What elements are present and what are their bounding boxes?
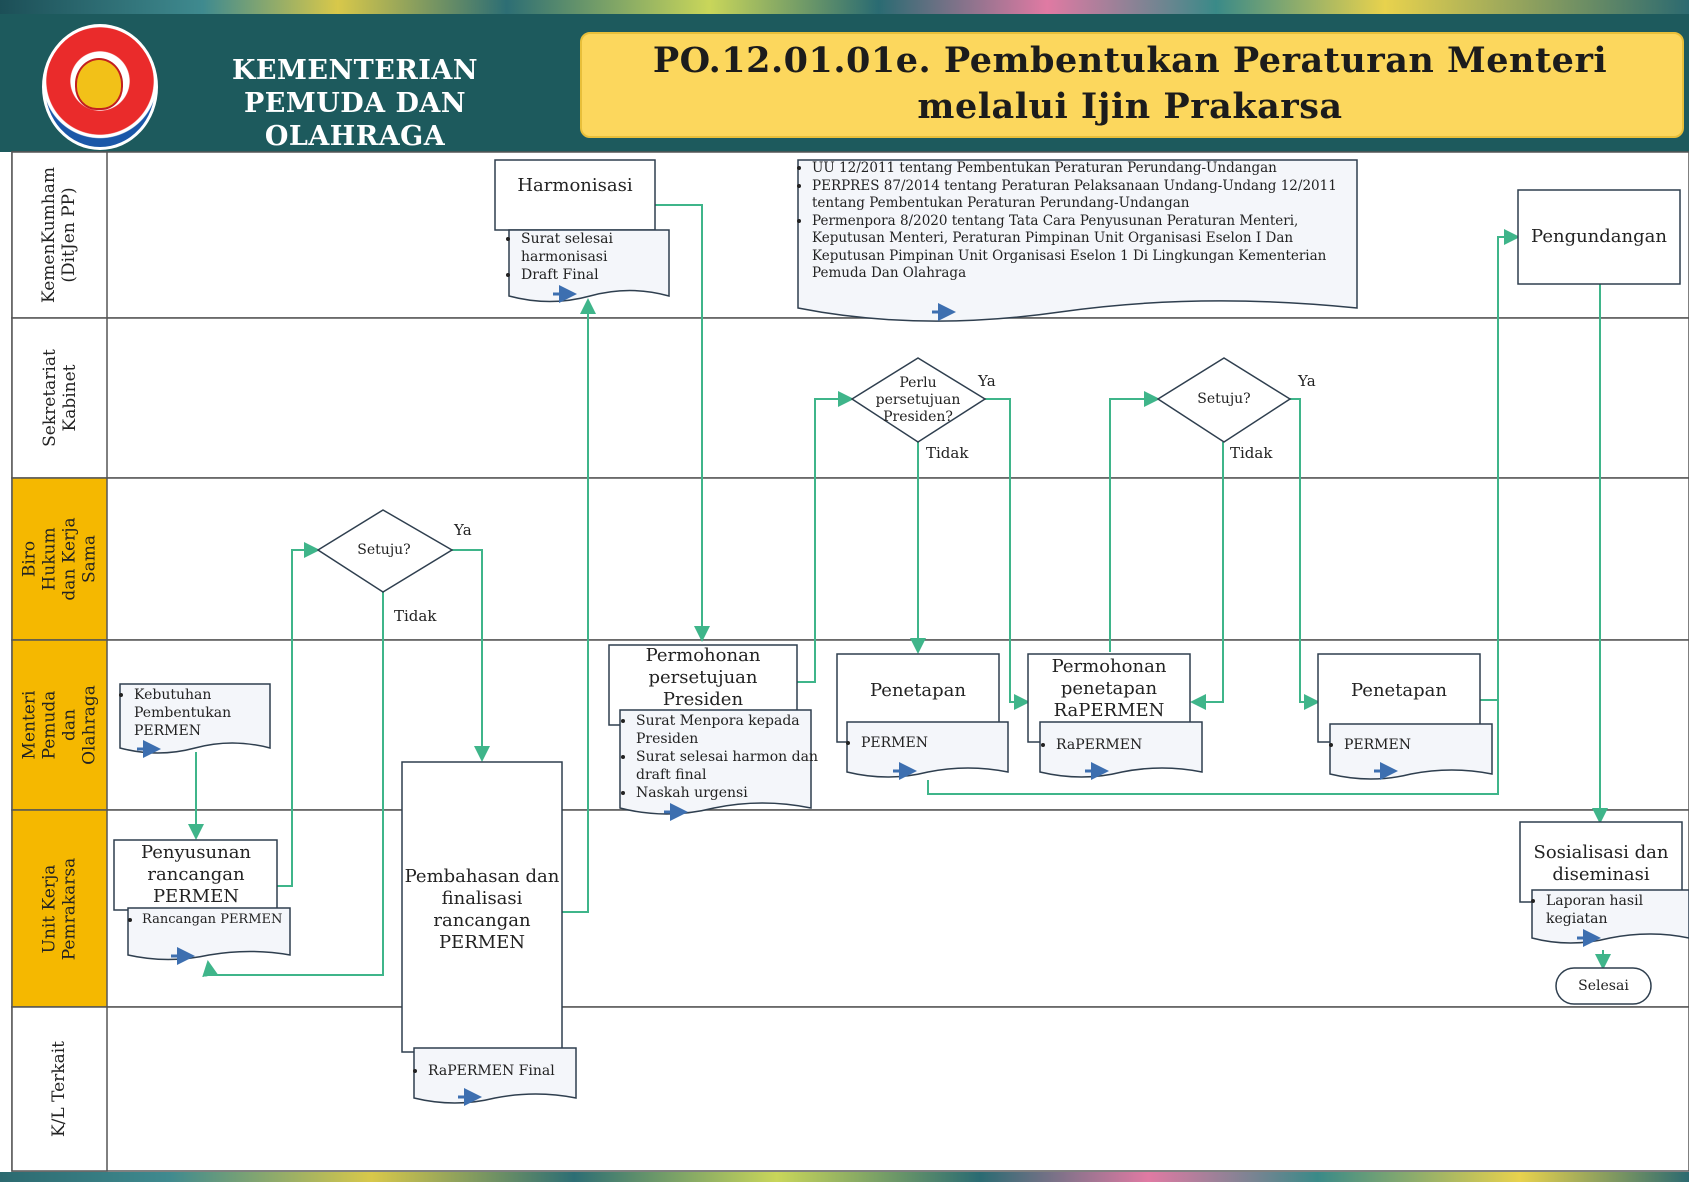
lane-label-kl-terkait: K/L Terkait <box>49 1040 70 1138</box>
list-item: Kebutuhan Pembentukan PERMEN <box>134 686 274 740</box>
list-item: Laporan hasil kegiatan <box>1546 892 1689 928</box>
lane-label-setkab: Sekretariat Kabinet <box>39 349 80 447</box>
doc-kebutuhan-list: Kebutuhan Pembentukan PERMEN <box>118 686 274 740</box>
decision-setuju-biro-label: Setuju? <box>357 542 411 558</box>
process-harmonisasi-box <box>494 159 656 231</box>
page-title: PO.12.01.01e. Pembentukan Peraturan Ment… <box>652 40 1608 127</box>
edge-label-ya-setkab: Ya <box>1298 372 1316 390</box>
doc-penetapan1 <box>846 721 1009 778</box>
connector-perlu-ya <box>985 398 1030 710</box>
connector-permohonan-setuju <box>1109 391 1160 652</box>
process-pembahasan: Pembahasan dan finalisasi rancangan PERM… <box>404 866 560 953</box>
lane-label-kemenkumham: KemenKumham (DitJen PP) <box>39 166 80 304</box>
list-item: Surat Menpora kepada Presiden <box>636 712 824 748</box>
doc-rapermen-final <box>413 1047 577 1104</box>
decision-setuju-biro <box>316 509 454 593</box>
decision-setuju-setkab-label: Setuju? <box>1197 391 1251 407</box>
top-decorative-strip <box>0 0 1689 14</box>
connectors <box>188 204 1611 978</box>
list-item: Permenpora 8/2020 tentang Tata Cara Peny… <box>812 213 1364 283</box>
doc-permohonan-penetapan-list: RaPERMEN <box>1040 736 1206 754</box>
list-item: PERPRES 87/2014 tentang Peraturan Pelaks… <box>812 178 1364 213</box>
doc-harmonisasi-list: Surat selesai harmonisasi Draft Final <box>505 230 681 284</box>
process-penyusunan-box <box>113 839 278 911</box>
edge-label-ya-perlu: Ya <box>978 372 996 390</box>
doc-legal-basis-list: UU 12/2011 tentang Pembentukan Peraturan… <box>796 160 1364 283</box>
list-item: Naskah urgensi <box>636 784 824 802</box>
list-item: RaPERMEN <box>1056 736 1206 754</box>
edge-label-tidak-setkab: Tidak <box>1230 444 1273 462</box>
doc-penetapan2-list: PERMEN <box>1328 736 1494 754</box>
connector-setuju-tidak <box>202 592 384 978</box>
doc-legal-basis <box>797 159 1358 322</box>
logo-emblem-icon <box>75 58 123 110</box>
doc-arrow-icons <box>137 285 1601 1106</box>
process-pembahasan-box <box>401 761 563 1053</box>
process-pengundangan: Pengundangan <box>1531 226 1667 247</box>
doc-laporan <box>1531 889 1689 944</box>
connector-pembahasan-harmonisasi <box>562 298 596 913</box>
doc-permohonan-penetapan <box>1039 721 1203 778</box>
doc-kebutuhan <box>119 683 271 754</box>
edge-label-tidak-biro: Tidak <box>394 607 437 625</box>
doc-rancangan <box>127 907 291 961</box>
process-pengundangan-box <box>1517 189 1681 285</box>
decision-shapes <box>316 357 1292 593</box>
process-penyusunan: Penyusunan rancangan PERMEN <box>140 842 252 907</box>
doc-laporan-list: Laporan hasil kegiatan <box>1530 892 1689 928</box>
list-item: UU 12/2011 tentang Pembentukan Peraturan… <box>812 160 1364 178</box>
list-item: Surat selesai harmon dan draft final <box>636 748 824 784</box>
terminal-selesai-box <box>1555 967 1652 1005</box>
connector-setuju-ya-setkab <box>1290 398 1320 710</box>
edge-label-ya-biro: Ya <box>454 521 472 539</box>
connector-penetapan2-pengundangan <box>1480 229 1520 701</box>
process-permohonan-persetujuan: Permohonan persetujuan Presiden <box>645 645 761 710</box>
bottom-decorative-strip <box>0 1172 1689 1182</box>
connector-harmonisasi-permohonan <box>655 204 710 642</box>
decision-setuju-setkab <box>1156 357 1292 443</box>
doc-penetapan1-list: PERMEN <box>845 734 1011 752</box>
doc-permohonan <box>619 709 812 815</box>
doc-harmonisasi <box>508 229 670 303</box>
connector-permohonan-perlu <box>797 391 854 683</box>
list-item: PERMEN <box>861 734 1011 752</box>
connector-setuju-tidak-setkab <box>1190 442 1224 710</box>
lane-label-unit-kerja: Unit Kerja Pemrakarsa <box>39 857 80 960</box>
doc-penetapan2 <box>1329 723 1493 780</box>
doc-rancangan-list: Rancangan PERMEN <box>126 912 292 928</box>
edge-label-tidak-perlu: Tidak <box>926 444 969 462</box>
process-penetapan-2: Penetapan <box>1350 680 1447 701</box>
connector-penyusunan-setuju <box>277 542 320 887</box>
list-item: Draft Final <box>521 266 681 284</box>
process-harmonisasi: Harmonisasi <box>517 175 633 196</box>
process-penetapan-1: Penetapan <box>869 680 966 701</box>
list-item: Surat selesai harmonisasi <box>521 230 681 266</box>
doc-permohonan-list: Surat Menpora kepada Presiden Surat sele… <box>620 712 824 802</box>
list-item: RaPERMEN Final <box>428 1062 588 1080</box>
lane-label-menteri: Menteri Pemuda dan Olahraga <box>19 685 100 765</box>
organization-name: KEMENTERIAN PEMUDA DAN OLAHRAGA <box>231 55 479 152</box>
connector-penetapan1-return <box>927 700 1499 795</box>
title-box <box>580 32 1684 138</box>
document-shapes <box>119 159 1689 1104</box>
decision-perlu-persetujuan-label: Perlu persetujuan Presiden? <box>875 374 961 425</box>
connector-setuju-pembahasan <box>452 549 490 762</box>
process-sosialisasi: Sosialisasi dan diseminasi <box>1533 842 1669 885</box>
list-item: Rancangan PERMEN <box>142 912 292 928</box>
terminal-selesai: Selesai <box>1578 978 1629 994</box>
decision-perlu-persetujuan <box>850 357 987 443</box>
lane-label-biro-hukum: Biro Hukum dan Kerja Sama <box>19 517 100 601</box>
process-permohonan-penetapan: Permohonan penetapan RaPERMEN <box>1051 656 1167 721</box>
doc-rapermen-final-list: RaPERMEN Final <box>412 1062 588 1080</box>
list-item: PERMEN <box>1344 736 1494 754</box>
